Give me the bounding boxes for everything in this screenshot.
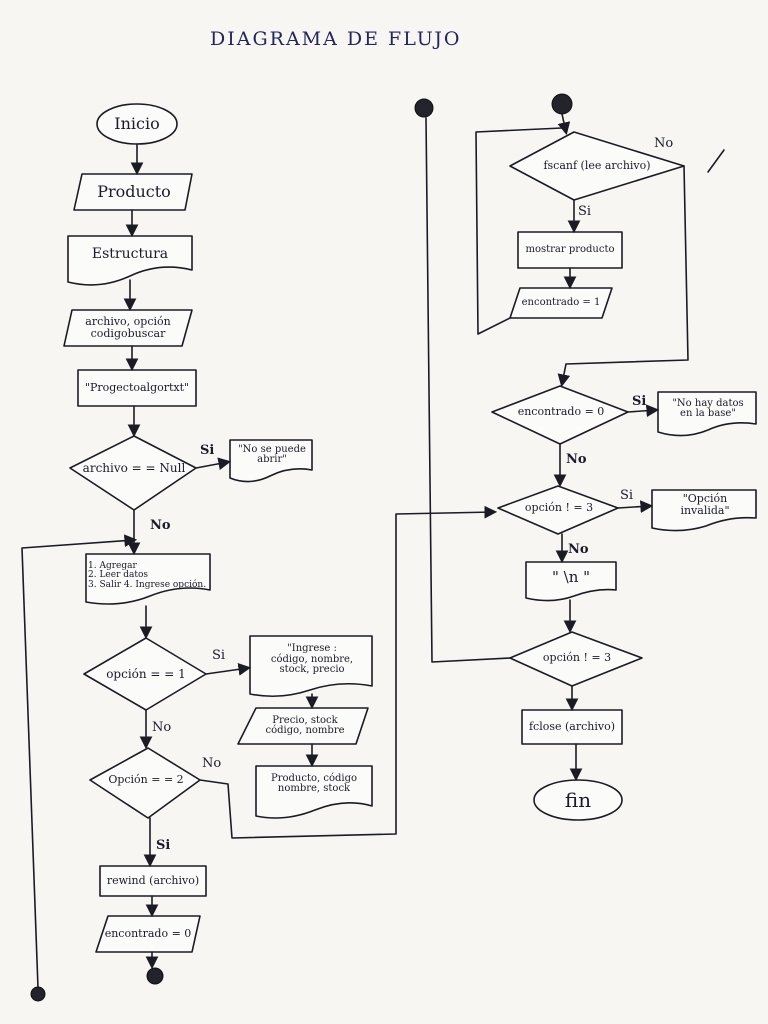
tag-si-op1: Si xyxy=(212,648,226,663)
label-opcion2: Opción = = 2 xyxy=(108,773,184,787)
newline-document xyxy=(525,561,617,602)
leer-campos-io xyxy=(237,707,369,745)
label-filename: "Progectoalgortxt" xyxy=(84,381,190,395)
label-archivo-null: archivo = = Null xyxy=(82,460,186,475)
loop-fscanf xyxy=(475,127,563,335)
encontrado0-io xyxy=(95,915,201,953)
label-fscanf: fscanf (lee archivo) xyxy=(543,159,651,173)
label-leer-campos: Precio, stock código, nombre xyxy=(265,714,345,736)
loop-back-left xyxy=(21,534,138,989)
label-rewind: rewind (archivo) xyxy=(106,874,200,888)
connector-top-middle xyxy=(414,98,434,118)
tag-si-enc: Si xyxy=(632,394,647,409)
tag-no-fscanf: No xyxy=(654,136,674,151)
arrow-connector-fscanf xyxy=(557,113,571,136)
connector-corner-left xyxy=(30,986,46,1002)
no-abrir-document xyxy=(229,439,313,483)
variables-io xyxy=(63,309,193,347)
label-encontrado1: encontrado = 1 xyxy=(521,296,601,308)
menu-document xyxy=(85,553,211,605)
label-producto: Producto xyxy=(97,181,171,201)
label-newline: " \n " xyxy=(551,568,591,587)
diagram-title: DIAGRAMA DE FLUJO xyxy=(210,28,462,50)
opcion2-decision xyxy=(89,747,201,819)
estructura-document xyxy=(67,235,193,286)
label-fclose: fclose (archivo) xyxy=(528,720,616,734)
tag-no-op1: No xyxy=(152,720,172,735)
label-mostrar: mostrar producto xyxy=(525,243,615,255)
tag-si-op2: Si xyxy=(156,838,171,853)
guardar-document xyxy=(255,765,373,819)
label-guardar: Producto, código nombre, stock xyxy=(270,772,357,794)
tag-no-op2: No xyxy=(202,756,222,771)
producto-io xyxy=(73,173,193,211)
arrow-inv-si xyxy=(617,500,654,513)
encontrado1-io xyxy=(509,287,613,319)
arrow-null-si xyxy=(195,457,232,471)
loop-op3-back xyxy=(425,117,511,663)
tag-si-fscanf: Si xyxy=(578,204,592,219)
label-opcion-ne3-b: opción ! = 3 xyxy=(542,651,612,665)
tag-no-enc: No xyxy=(566,452,587,467)
invalida-document xyxy=(651,489,757,532)
label-menu: 1. Agregar 2. Leer datos 3. Salir 4. Ing… xyxy=(88,560,207,590)
line-op2-no xyxy=(199,505,498,839)
label-opcion1: opción = = 1 xyxy=(106,666,186,681)
tag-si-inv: Si xyxy=(620,488,634,503)
label-no-datos: "No hay datos en la base" xyxy=(672,397,744,419)
label-fin: fin xyxy=(564,787,592,812)
arrow-enc-si xyxy=(627,404,660,418)
connector-top-right xyxy=(551,93,573,115)
tag-no-null: No xyxy=(150,518,171,533)
label-opcion-ne3-a: opción ! = 3 xyxy=(524,501,594,515)
connector-bottom-left xyxy=(146,967,164,985)
label-invalida: "Opción invalida" xyxy=(680,492,730,517)
label-ingrese: "Ingrese : código, nombre, stock, precio xyxy=(270,643,354,676)
filename-process xyxy=(77,369,197,407)
no-datos-document xyxy=(657,391,757,437)
stray-mark xyxy=(707,149,725,173)
label-encontrado0-a: encontrado = 0 xyxy=(104,927,192,941)
tag-si-null: Si xyxy=(200,443,215,458)
label-estructura: Estructura xyxy=(91,245,169,262)
label-encontrado0-check: encontrado = 0 xyxy=(517,405,605,419)
opcion-ne3-decision-a xyxy=(497,485,619,535)
arrow-op1-si xyxy=(205,663,252,676)
label-no-abrir: "No se puede abrir" xyxy=(238,443,306,465)
label-inicio: Inicio xyxy=(114,113,160,133)
label-variables: archivo, opción codigobuscar xyxy=(85,315,171,340)
tag-no-inv: No xyxy=(568,542,589,557)
ingrese-document xyxy=(249,635,373,698)
fclose-process xyxy=(521,709,623,745)
line-fscanf-no xyxy=(557,165,689,388)
